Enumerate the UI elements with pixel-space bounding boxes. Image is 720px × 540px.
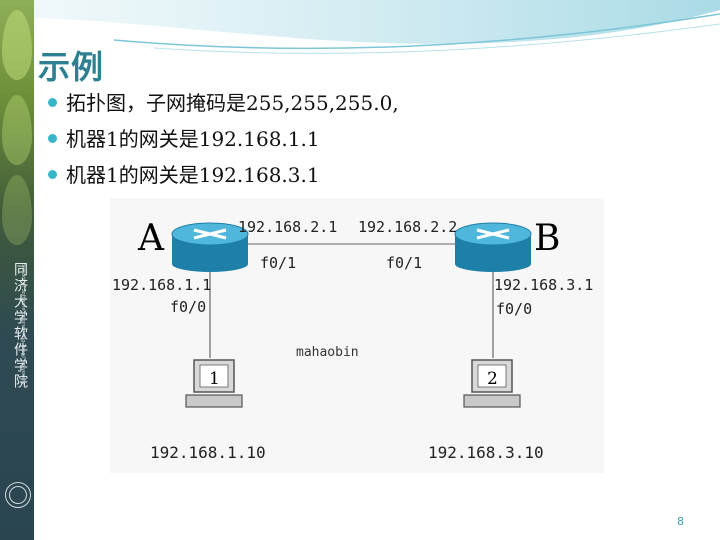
topology-svg: A B 192.168.2.1 192.168.2.2 f0/1 f0/1 19… xyxy=(112,218,593,462)
page-number: 8 xyxy=(677,515,684,528)
bullet-list: 拓扑图，子网掩码是255,255,255.0, 机器1的网关是192.168.1… xyxy=(48,88,399,196)
router-a-if-right: f0/1 xyxy=(260,254,296,272)
router-a-if-left: f0/0 xyxy=(170,298,206,316)
school-name: 同济大学软件学院 xyxy=(12,262,28,390)
network-topology-diagram: A B 192.168.2.1 192.168.2.2 f0/1 f0/1 19… xyxy=(110,198,604,473)
router-b-ip-right: 192.168.3.1 xyxy=(494,276,593,294)
bullet-text: 机器1的网关是192.168.1.1 xyxy=(66,127,320,151)
bullet-text: 拓扑图，子网掩码是255,255,255.0, xyxy=(66,91,399,115)
router-a-label: A xyxy=(137,218,165,259)
bullet-item: 机器1的网关是192.168.3.1 xyxy=(48,160,399,196)
header-wave-decoration xyxy=(34,0,720,54)
pc1-icon xyxy=(185,359,243,408)
link-ip-b: 192.168.2.2 xyxy=(358,218,457,236)
bullet-text: 机器1的网关是192.168.3.1 xyxy=(66,163,320,187)
school-seal-icon xyxy=(5,482,31,508)
sidebar-decoration: 同济大学软件学院 School of Software Engineering … xyxy=(0,0,34,540)
leaf-decoration xyxy=(2,10,32,80)
school-seal-inner xyxy=(9,486,27,504)
router-b-if-left: f0/1 xyxy=(386,254,422,272)
bullet-item: 机器1的网关是192.168.1.1 xyxy=(48,124,399,160)
router-b-icon xyxy=(454,222,532,272)
bullet-dot-icon xyxy=(48,98,57,107)
bullet-dot-icon xyxy=(48,134,57,143)
router-b-if-right: f0/0 xyxy=(496,300,532,318)
pc1-ip: 192.168.1.10 xyxy=(150,443,266,462)
diagram-watermark: mahaobin xyxy=(296,345,359,360)
school-subtitle: School of Software Engineering Tongji Un… xyxy=(20,264,26,386)
leaf-decoration xyxy=(2,95,32,165)
pc1-label: 1 xyxy=(209,369,220,389)
router-a-icon xyxy=(171,222,249,272)
link-ip-a: 192.168.2.1 xyxy=(238,218,337,236)
slide-title: 示例 xyxy=(38,48,105,86)
pc2-label: 2 xyxy=(487,369,498,389)
router-a-ip-left: 192.168.1.1 xyxy=(112,276,211,294)
pc2-ip: 192.168.3.10 xyxy=(428,443,544,462)
bullet-item: 拓扑图，子网掩码是255,255,255.0, xyxy=(48,88,399,124)
pc2-icon xyxy=(463,359,521,408)
leaf-decoration xyxy=(2,175,32,245)
router-b-label: B xyxy=(534,218,560,259)
bullet-dot-icon xyxy=(48,170,57,179)
